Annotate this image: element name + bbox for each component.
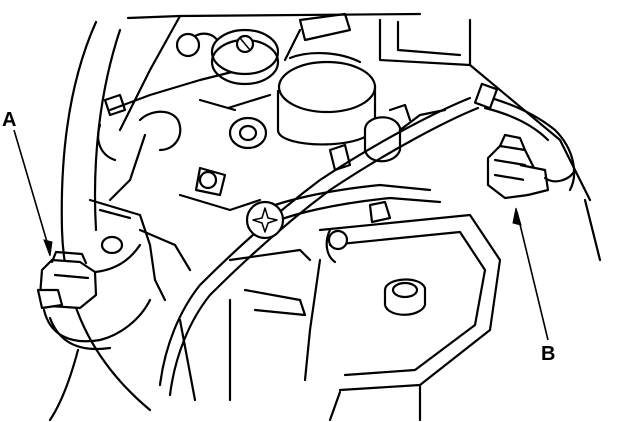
cylinder-filter bbox=[276, 51, 377, 146]
leader-arrow-b bbox=[512, 207, 549, 341]
callout-label-a: A bbox=[2, 109, 17, 131]
star-bolt bbox=[245, 200, 392, 264]
connector-b bbox=[473, 82, 577, 200]
leader-arrow-a bbox=[13, 129, 53, 257]
upper-block bbox=[118, 12, 422, 132]
middle-mechanism bbox=[97, 93, 272, 212]
callout-label-b: B bbox=[541, 343, 556, 365]
lower-tray bbox=[228, 213, 502, 392]
left-housing bbox=[48, 20, 242, 422]
actuator bbox=[328, 103, 447, 172]
cap-assembly bbox=[210, 28, 280, 86]
bottom-structure bbox=[178, 298, 422, 422]
connector-a bbox=[36, 198, 192, 351]
right-bracket bbox=[378, 18, 602, 262]
